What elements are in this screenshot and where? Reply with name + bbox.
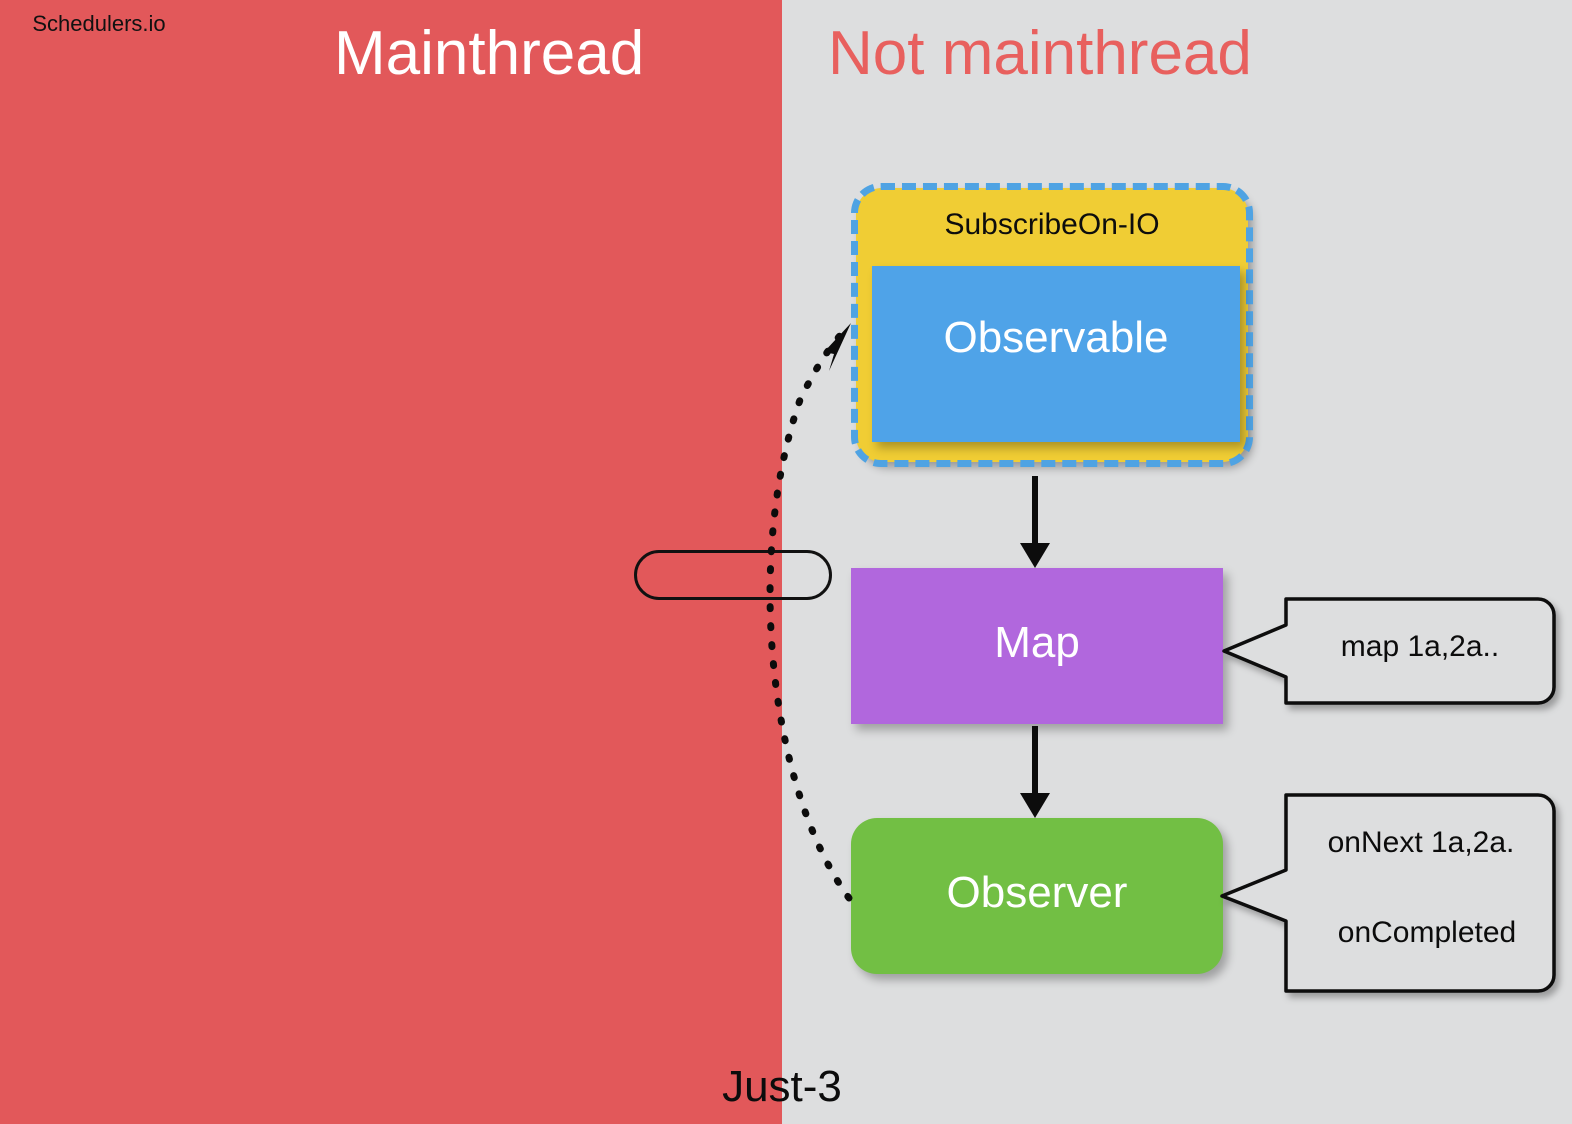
map-label: Map	[994, 618, 1080, 667]
schedulers-io-pill[interactable]	[634, 550, 832, 600]
observable-label: Observable	[943, 313, 1169, 362]
subscribe-on-io-box[interactable]: SubscribeOn-IO Observable	[851, 183, 1253, 467]
observer-callout-line-2: onCompleted	[1337, 916, 1517, 949]
observer-label: Observer	[946, 868, 1128, 917]
observable-box[interactable]: Observable	[872, 266, 1240, 442]
map-box[interactable]: Map	[851, 568, 1223, 724]
subscribe-on-io-label: SubscribeOn-IO	[944, 208, 1160, 241]
mainthread-header: Mainthread	[334, 19, 645, 88]
bottom-caption-text: Just-3	[722, 1062, 842, 1111]
map-callout-text: map 1a,2a..	[1340, 630, 1500, 663]
observer-callout-line-1: onNext 1a,2a.	[1327, 826, 1515, 859]
not-mainthread-header: Not mainthread	[828, 19, 1252, 88]
observer-box[interactable]: Observer	[851, 818, 1223, 974]
schedulers-io-label: Schedulers.io	[32, 11, 166, 36]
bottom-caption: Just-3	[0, 1065, 1572, 1109]
